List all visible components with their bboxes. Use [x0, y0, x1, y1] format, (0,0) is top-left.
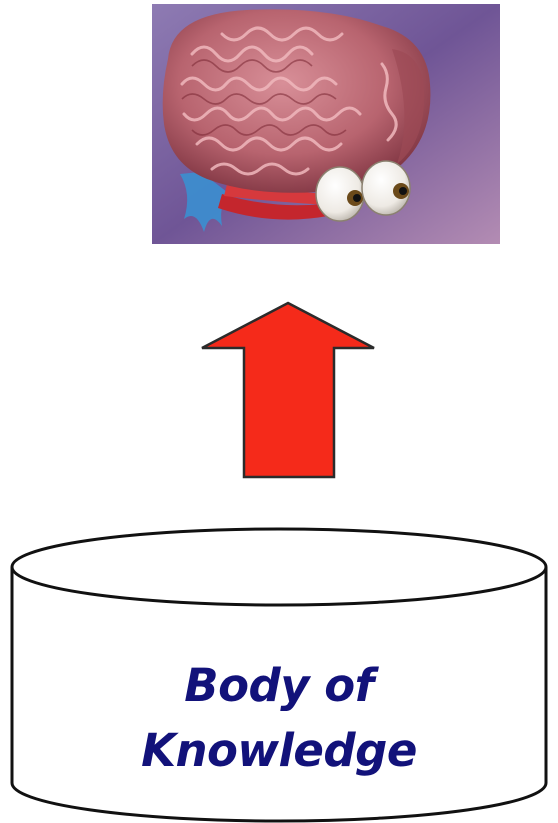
- right-eye: [362, 161, 410, 215]
- cylinder-label-line2: Knowledge: [0, 723, 558, 779]
- up-arrow-shape: [202, 303, 374, 477]
- left-eye: [316, 167, 364, 221]
- up-arrow-icon: [199, 300, 377, 480]
- brain-with-eyes-icon: [152, 4, 500, 244]
- cylinder-top: [12, 529, 546, 605]
- cylinder-label-line1: Body of: [0, 658, 558, 714]
